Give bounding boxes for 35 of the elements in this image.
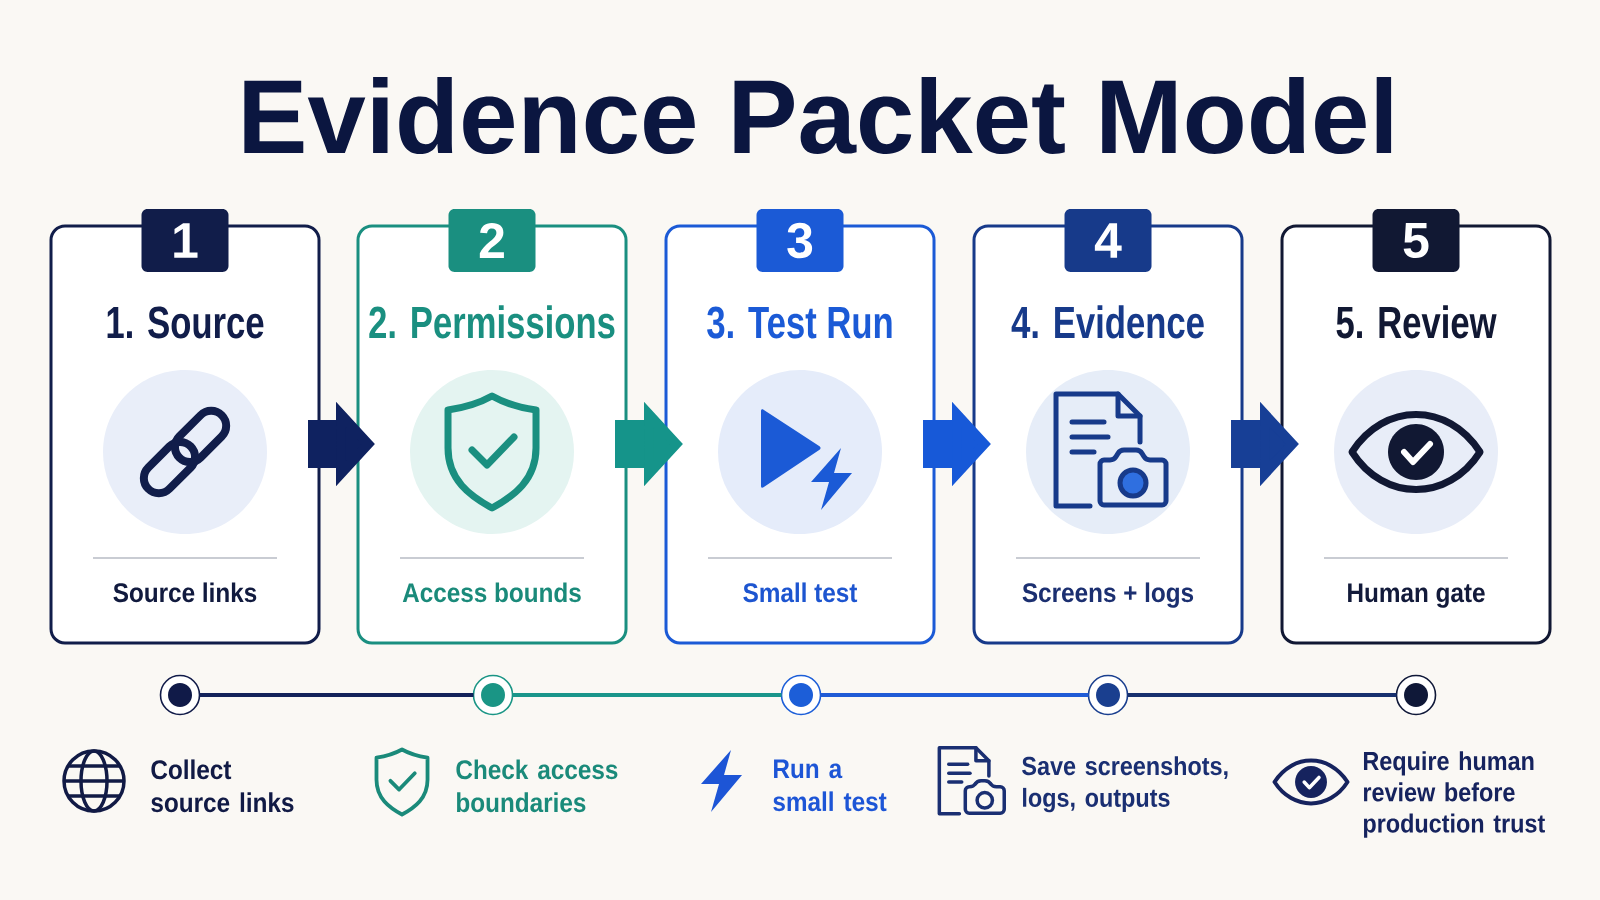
- card-title: 1. Source: [107, 306, 264, 339]
- timeline-dot: [472, 674, 514, 716]
- connector-line: [1127, 693, 1397, 697]
- connector-line: [199, 693, 474, 697]
- connector-line: [820, 693, 1089, 697]
- number-tab: 1: [141, 209, 229, 272]
- timeline-dot: [1395, 674, 1437, 716]
- step-description: Require human review before production trust: [1363, 751, 1545, 838]
- number-tab: 2: [448, 209, 536, 272]
- step-description: Collect source links: [151, 759, 294, 813]
- number-tab: 5: [1372, 209, 1460, 272]
- number-tab: 3: [756, 209, 844, 272]
- number-tab: 4: [1064, 209, 1152, 272]
- step-description: Save screenshots, logs, outputs: [1022, 756, 1228, 813]
- card-subtitle: Access bounds: [402, 582, 581, 603]
- card-title: 2. Permissions: [369, 305, 615, 339]
- card-title: 3. Test Run: [707, 306, 892, 339]
- card-subtitle: Screens + logs: [1022, 582, 1194, 608]
- card-title: 5. Review: [1336, 305, 1497, 339]
- step-description: Check access boundaries: [456, 759, 618, 813]
- step-card: [972, 224, 1244, 645]
- connector-line: [512, 693, 782, 697]
- card-subtitle: Small test: [743, 582, 858, 603]
- step-card: [1280, 224, 1552, 645]
- step-card: [664, 224, 936, 645]
- timeline-dot: [780, 674, 822, 716]
- title: Evidence Packet Model: [244, 76, 1392, 155]
- card-subtitle: Human gate: [1348, 583, 1485, 608]
- step-description: Run a small test: [773, 759, 887, 812]
- timeline-dot: [159, 674, 201, 716]
- card-subtitle: Source links: [113, 582, 257, 603]
- step-card: [49, 224, 321, 645]
- timeline-dot: [1087, 674, 1129, 716]
- card-title: 4. Evidence: [1011, 305, 1204, 339]
- step-card: [356, 224, 628, 645]
